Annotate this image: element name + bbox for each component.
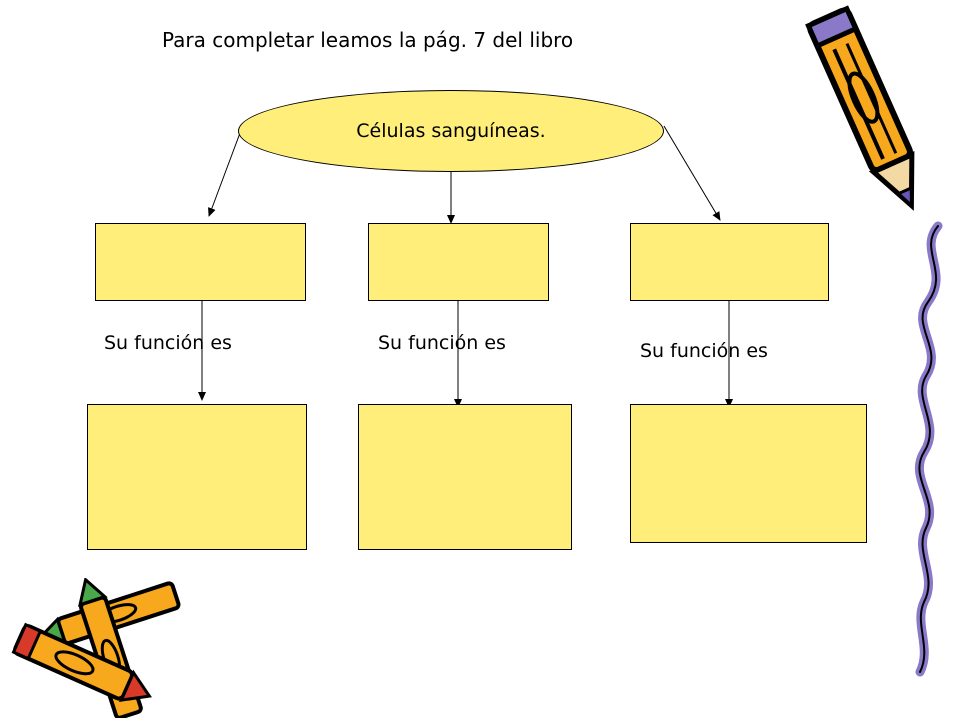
type-box-2[interactable] — [368, 223, 549, 301]
function-label-1: Su función es — [104, 332, 232, 354]
pencil-icon — [805, 5, 915, 211]
page-title: Para completar leamos la pág. 7 del libr… — [162, 28, 574, 52]
type-box-1[interactable] — [95, 223, 306, 301]
arrow-root-to-box-1 — [208, 132, 241, 217]
function-box-2[interactable] — [358, 404, 572, 550]
arrow-root-to-box-3 — [663, 125, 721, 221]
squiggle-line — [914, 221, 943, 677]
root-node-label: Células sanguíneas. — [356, 120, 546, 142]
root-node-ellipse: Células sanguíneas. — [238, 90, 664, 172]
type-box-3[interactable] — [630, 223, 829, 301]
function-label-3: Su función es — [640, 340, 768, 362]
function-box-1[interactable] — [87, 404, 307, 550]
function-label-2: Su función es — [378, 332, 506, 354]
crayon-icon — [11, 578, 181, 718]
function-box-3[interactable] — [630, 404, 867, 543]
